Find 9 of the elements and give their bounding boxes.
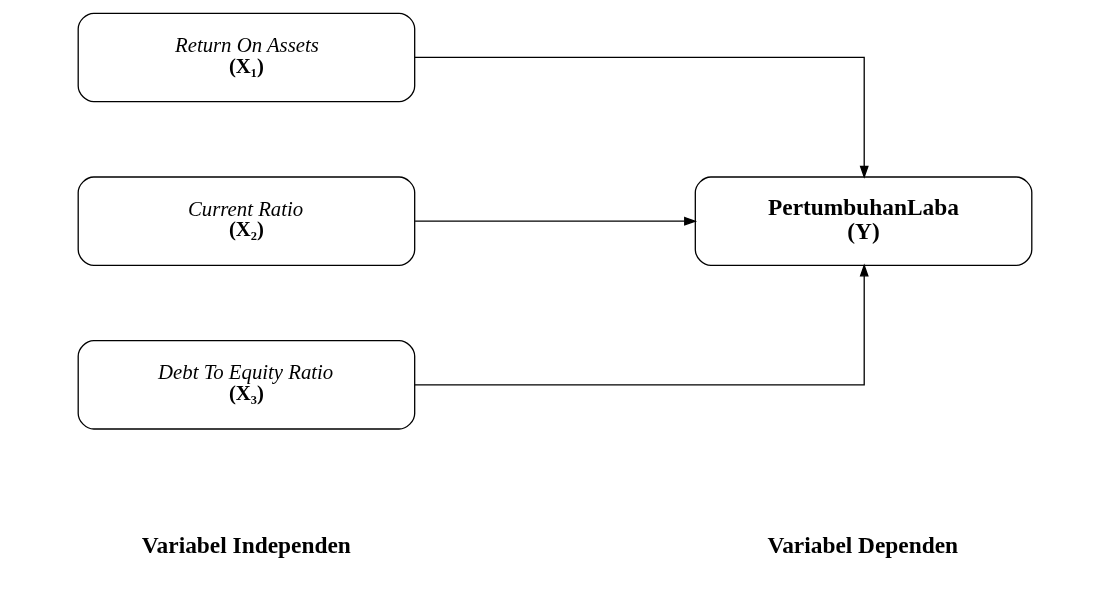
node-box: Debt To Equity Ratio (X₃): [77, 340, 416, 430]
node-box: PertumbuhanLaba (Y): [694, 176, 1033, 266]
node-box: Current Ratio (X₂): [77, 176, 416, 266]
arrow: [414, 263, 869, 386]
label: Variabel Dependen: [767, 531, 959, 558]
arrow: [414, 56, 869, 179]
arrow: [414, 216, 698, 226]
label: Variabel Independen: [141, 531, 351, 558]
node-box: Return On Assets (X₁): [77, 12, 416, 103]
